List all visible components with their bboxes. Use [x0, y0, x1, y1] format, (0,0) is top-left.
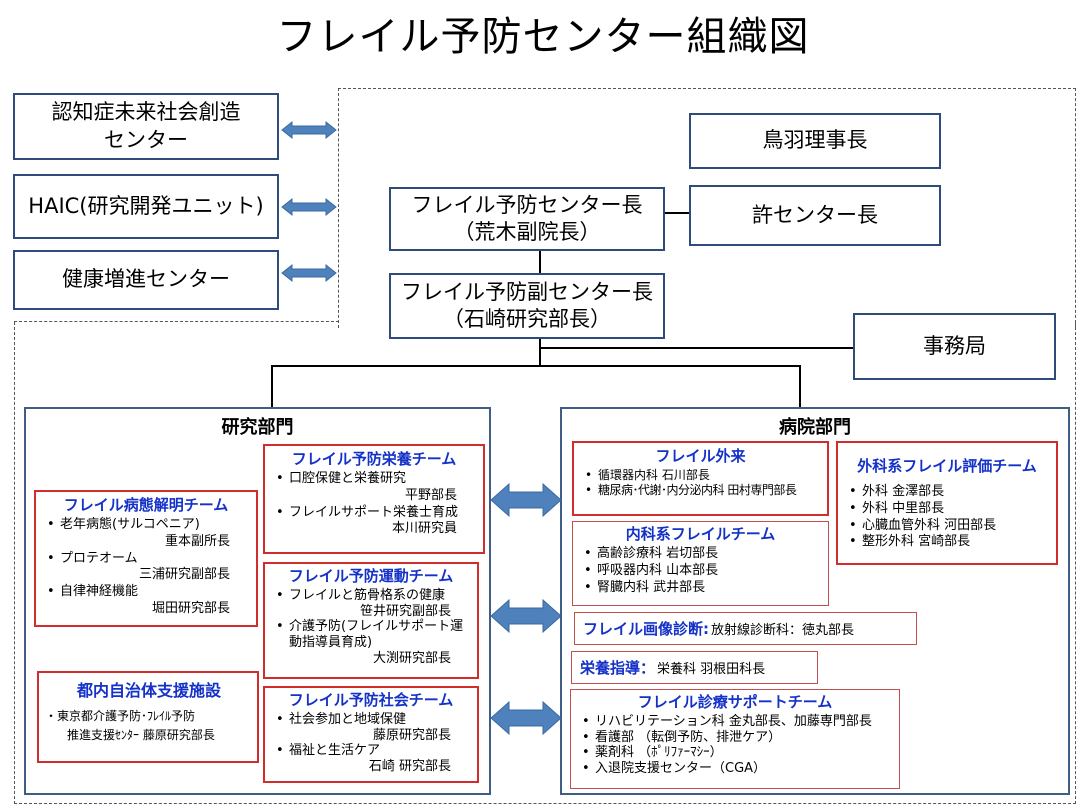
list-item: 循環器内科 石川部長	[585, 468, 821, 484]
list-item: 呼吸器内科 山本部長	[584, 563, 822, 580]
double-arrow-icon	[281, 263, 337, 283]
page-title: フレイル予防センター組織図	[276, 14, 810, 60]
box-toba-chairman: 鳥羽理事長	[689, 113, 941, 169]
connector-line	[539, 339, 541, 365]
list-item: 整形外科 宮崎部長	[849, 534, 1050, 551]
team-eiyo-shido: 栄養指導： 栄養科 羽根田科長	[571, 651, 818, 684]
double-arrow-icon	[281, 197, 337, 217]
team-title: フレイル画像診断:	[583, 620, 709, 638]
dashed-boundary-main	[14, 322, 1076, 804]
team-title: フレイル予防栄養チーム	[291, 450, 457, 468]
team-byotai: フレイル病態解明チーム 老年病態(サルコペニア)重本副所長 プロテオーム三浦研究…	[34, 490, 258, 627]
list-item: 薬剤科 （ﾎﾟﾘﾌｧｰﾏｼｰ）	[582, 745, 893, 761]
list-item: 外科 中里部長	[849, 501, 1050, 518]
dashed-boundary-upper	[338, 88, 1076, 328]
team-gairai: フレイル外来 循環器内科 石川部長 糖尿病･代謝･内分泌内科 田村専門部長	[572, 441, 829, 516]
box-office: 事務局	[853, 313, 1056, 380]
connector-line	[539, 251, 541, 273]
connector-line	[539, 347, 853, 349]
box-center-head: フレイル予防センター長 （荒木副院長）	[389, 187, 665, 251]
hospital-panel-title: 病院部門	[779, 417, 851, 438]
list-item: 心臓血管外科 河田部長	[849, 518, 1050, 535]
double-arrow-icon	[490, 598, 562, 634]
dashed-boundary-step	[14, 321, 339, 322]
team-gazo: フレイル画像診断: 放射線診断科：徳丸部長	[574, 612, 917, 645]
connector-line	[665, 212, 689, 214]
connector-line	[271, 365, 801, 367]
list-item: 腎臓内科 武井部長	[584, 580, 822, 597]
list-item: 看護部 （転倒予防、排泄ケア）	[582, 730, 893, 746]
list-item: 糖尿病･代謝･内分泌内科 田村専門部長	[585, 483, 821, 499]
team-support: フレイル診療サポートチーム リハビリテーション科 金丸部長、加藤専門部長 看護部…	[570, 689, 900, 789]
list-item: リハビリテーション科 金丸部長、加藤専門部長	[582, 714, 893, 730]
team-title: フレイル予防社会チーム	[288, 691, 454, 709]
connector-line	[799, 365, 801, 407]
team-title: 都内自治体支援施設	[76, 681, 221, 700]
team-title: 外科系フレイル評価チーム	[857, 457, 1037, 475]
team-naika: 内科系フレイルチーム 高齢診療科 岩切部長 呼吸器内科 山本部長 腎臓内科 武井…	[572, 521, 829, 606]
left-box-haic: HAIC(研究開発ユニット)	[13, 174, 279, 239]
team-title: フレイル診療サポートチーム	[637, 693, 833, 711]
team-geka: 外科系フレイル評価チーム 外科 金澤部長 外科 中里部長 心臓血管外科 河田部長…	[836, 441, 1058, 565]
list-item: 入退院支援センター（CGA）	[582, 761, 893, 777]
team-title: フレイル予防運動チーム	[288, 567, 454, 585]
research-panel-title: 研究部門	[221, 417, 294, 438]
team-jichitai: 都内自治体支援施設 ・東京都介護予防･ﾌﾚｲﾙ予防 推進支援ｾﾝﾀｰ 藤原研究部…	[37, 671, 259, 763]
team-title: 栄養指導：	[580, 659, 656, 677]
double-arrow-icon	[490, 700, 562, 736]
left-box-health-center: 健康増進センター	[13, 250, 279, 310]
left-box-dementia-center: 認知症未来社会創造 センター	[13, 93, 279, 160]
team-title: フレイル病態解明チーム	[63, 496, 229, 514]
connector-line	[271, 365, 273, 407]
list-item: 外科 金澤部長	[849, 484, 1050, 501]
double-arrow-icon	[490, 482, 562, 518]
box-kyo-director: 許センター長	[689, 185, 941, 246]
list-item: 高齢診療科 岩切部長	[584, 546, 822, 563]
team-title: フレイル外来	[655, 447, 746, 465]
box-vice-head: フレイル予防副センター長 （石崎研究部長）	[389, 273, 665, 339]
list-item: 老年病態(サルコペニア)重本副所長	[47, 517, 250, 551]
double-arrow-icon	[281, 120, 337, 140]
list-item: 介護予防(フレイルサポート運動指導員育成)大渕研究部長	[276, 619, 471, 667]
team-title: 内科系フレイルチーム	[625, 525, 776, 543]
